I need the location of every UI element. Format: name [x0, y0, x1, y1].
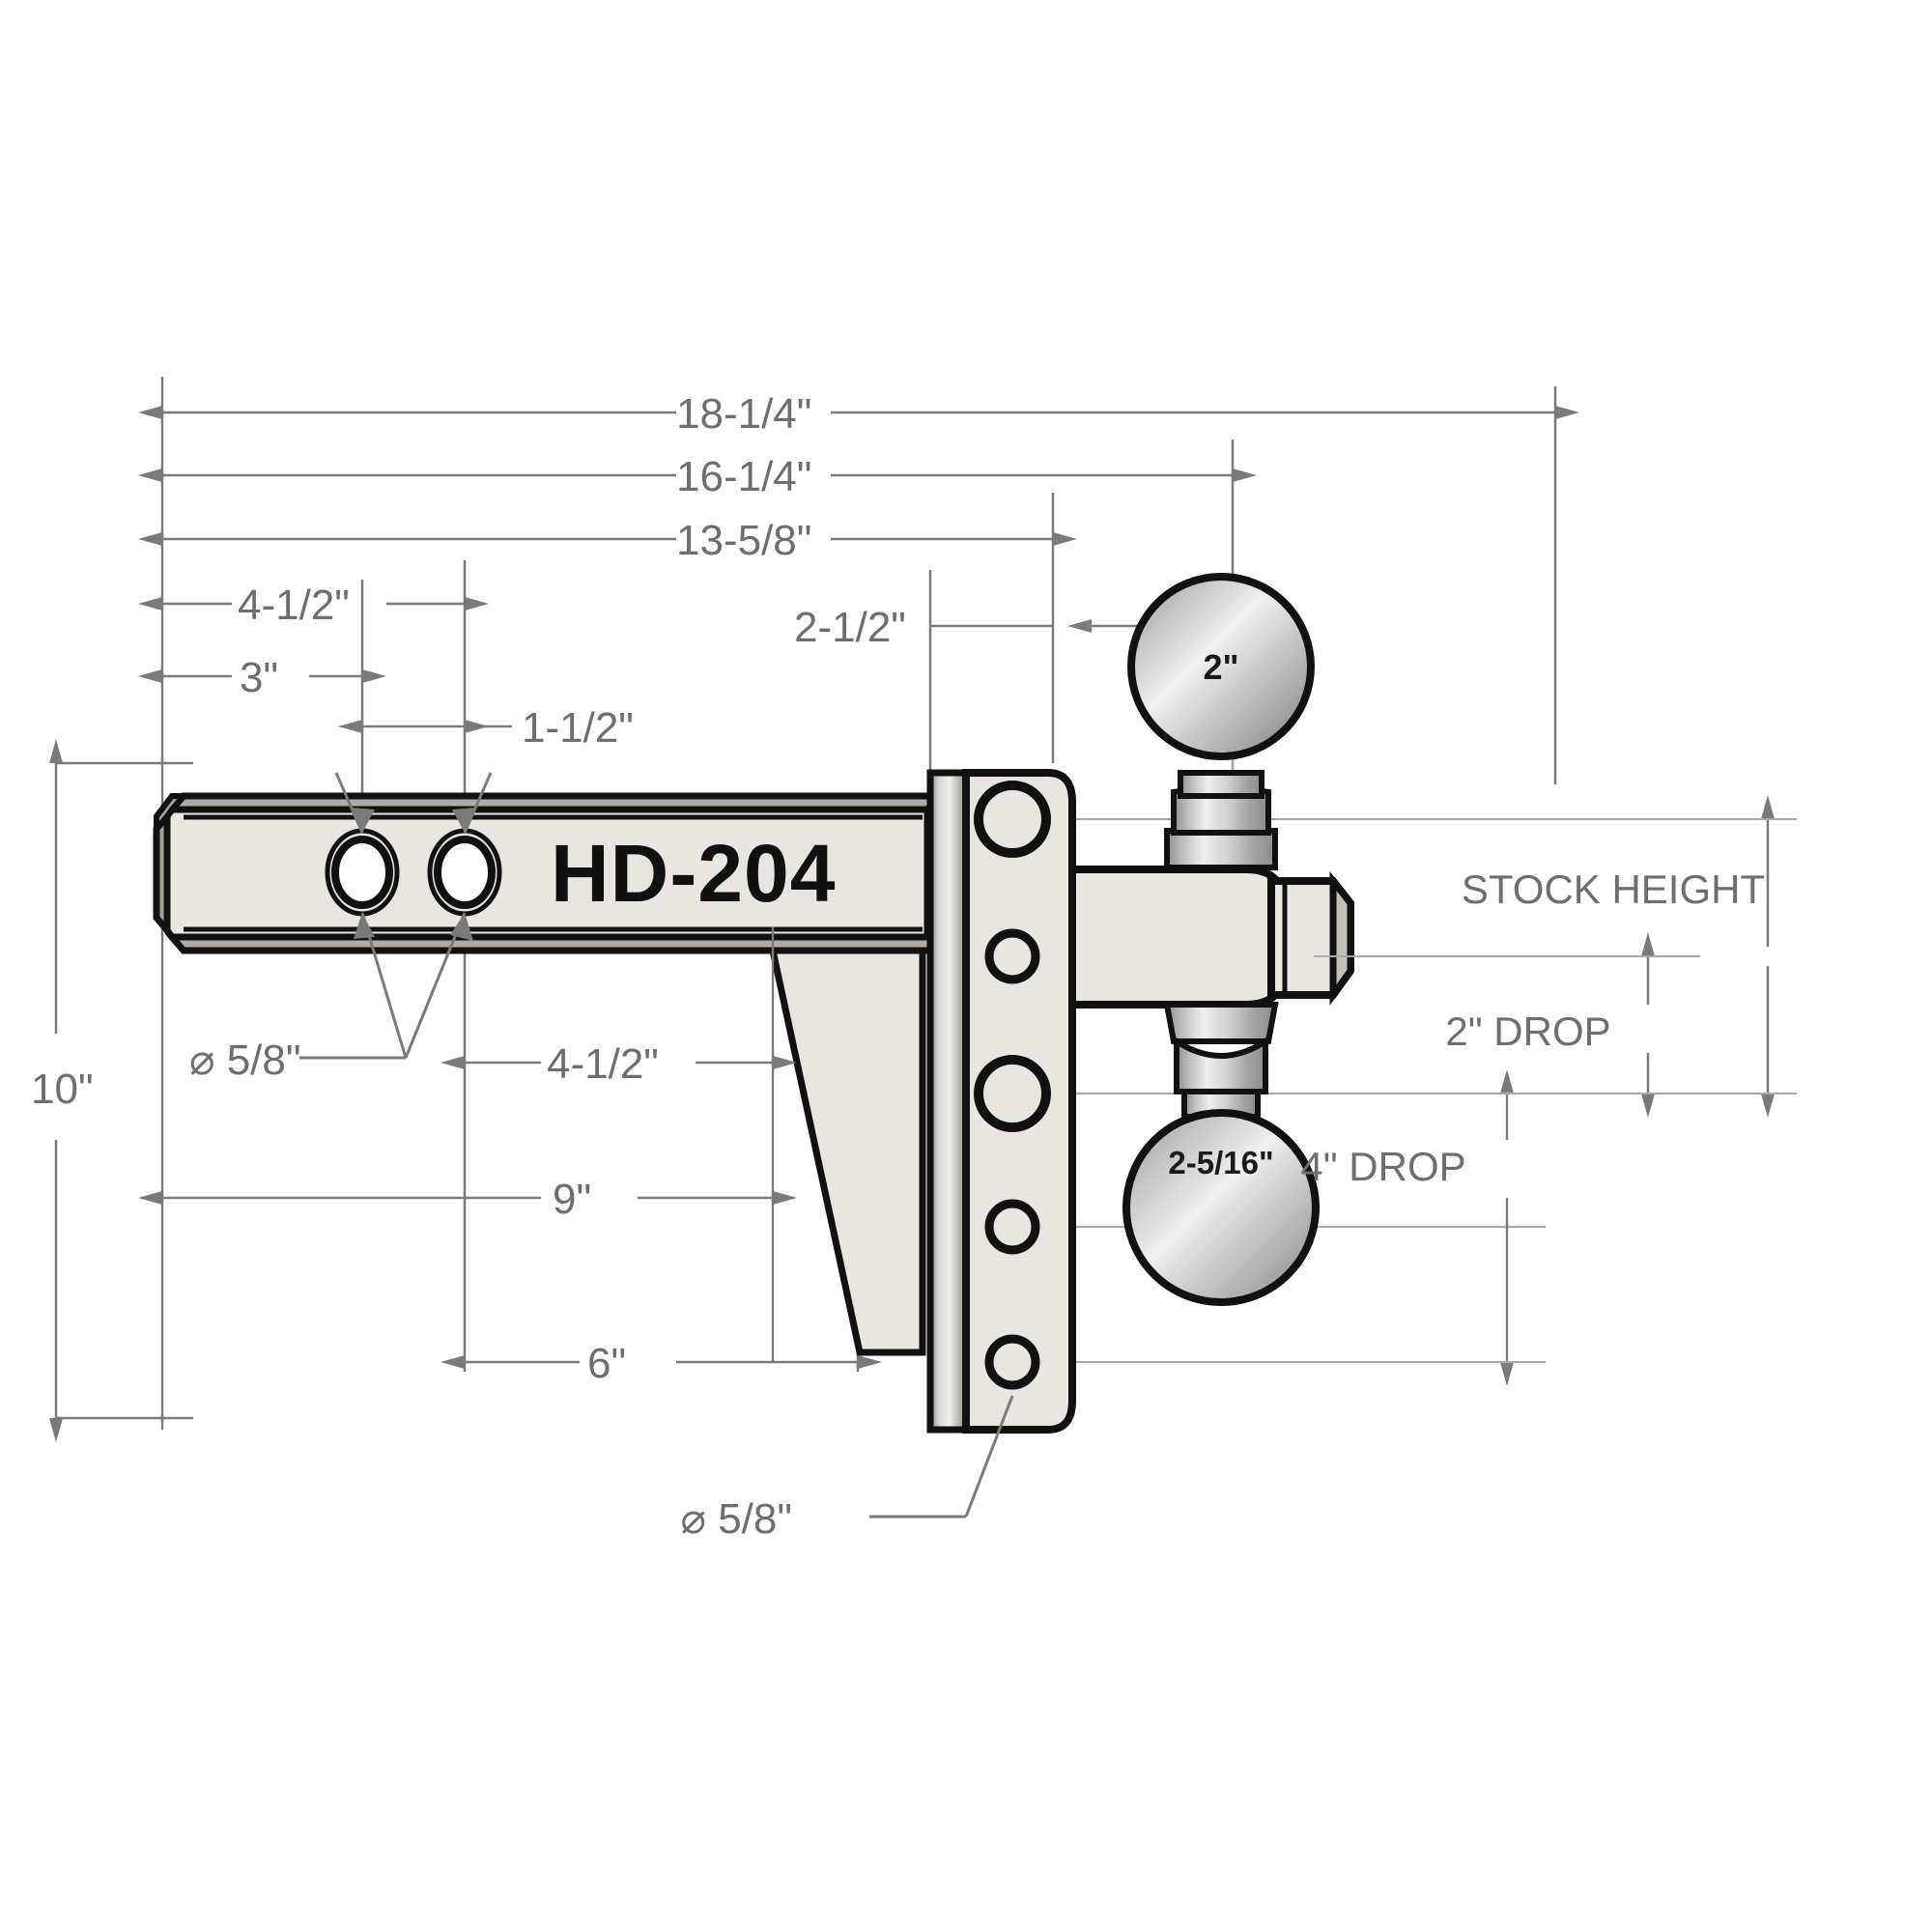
right-extension-lines — [1314, 818, 1797, 1363]
dimension-plate-offset-label: 4-1/2" — [547, 1040, 659, 1088]
dimension-plate-offset: 4-1/2" — [440, 927, 797, 1362]
plate-hole-dia-label: ⌀ 5/8" — [681, 1495, 793, 1543]
plate-hole-5 — [984, 1334, 1040, 1390]
ball-mount-arm — [1068, 866, 1354, 1009]
dimension-2-inch-drop: 2" DROP — [1445, 932, 1655, 1118]
dimension-shank-hole-spacing-label: 1-1/2" — [522, 704, 634, 752]
plate-hole-3 — [974, 1055, 1051, 1132]
shank-hole-near — [427, 828, 502, 917]
shank-bar: HD-204 — [153, 786, 947, 954]
dimension-plate-height-upper-label: 9" — [553, 1176, 591, 1223]
plate-hole-dia-callout: ⌀ 5/8" — [681, 1395, 1014, 1543]
dimension-length-to-plate: 13-5/8" — [138, 517, 1077, 564]
dimension-overall-height-label: 10" — [31, 1065, 94, 1113]
drop-plate — [926, 769, 1076, 1434]
dimension-plate-height-upper: 9" — [138, 1176, 797, 1223]
dimension-overall-height: 10" — [31, 739, 94, 1442]
ball-2-5-16-inch-label: 2-5/16" — [1168, 1145, 1273, 1180]
dimension-4-inch-drop: 4" DROP — [1300, 1069, 1514, 1386]
shank-hole-dia-callout: ⌀ 5/8" — [189, 912, 473, 1084]
dimension-length-to-plate-label: 13-5/8" — [676, 517, 811, 564]
dimension-shank-hole-far: 4-1/2" — [138, 582, 489, 629]
shank-hole-far — [325, 828, 400, 917]
drop-2-inch-label: 2" DROP — [1445, 1009, 1610, 1054]
dimension-stock-height: STOCK HEIGHT — [1462, 795, 1775, 1118]
plate-hole-1 — [974, 781, 1051, 858]
part-number-label: HD-204 — [551, 828, 836, 919]
ball-2-inch: 2" — [1127, 573, 1315, 870]
plate-hole-4 — [984, 1199, 1040, 1255]
dimension-ball-offset-label: 2-1/2" — [794, 604, 906, 651]
shank-hole-dia-label: ⌀ 5/8" — [189, 1037, 301, 1084]
dimension-shank-hole-near-label: 3" — [240, 654, 278, 701]
dimension-shank-hole-spacing: 1-1/2" — [338, 704, 634, 752]
dimension-length-to-ball-face: 16-1/4" — [138, 453, 1257, 500]
plate-hole-2 — [984, 928, 1040, 984]
dimension-overall-length: 18-1/4" — [138, 390, 1579, 438]
dimension-ball-offset: 2-1/2" — [794, 604, 1257, 651]
drop-4-inch-label: 4" DROP — [1300, 1144, 1465, 1189]
stock-height-label: STOCK HEIGHT — [1462, 867, 1765, 912]
ball-2-5-16-inch: 2-5/16" — [1122, 1002, 1320, 1306]
dimension-overall-length-label: 18-1/4" — [676, 390, 811, 438]
dimension-shank-hole-far-label: 4-1/2" — [238, 582, 350, 629]
dimension-plate-height-lower: 6" — [440, 1340, 882, 1387]
dimension-plate-height-lower-label: 6" — [587, 1340, 626, 1387]
support-gusset — [768, 947, 926, 1356]
shank-hole-leaders-top — [334, 772, 493, 834]
ball-2-inch-label: 2" — [1203, 647, 1238, 687]
dimension-length-to-ball-face-label: 16-1/4" — [676, 453, 811, 500]
